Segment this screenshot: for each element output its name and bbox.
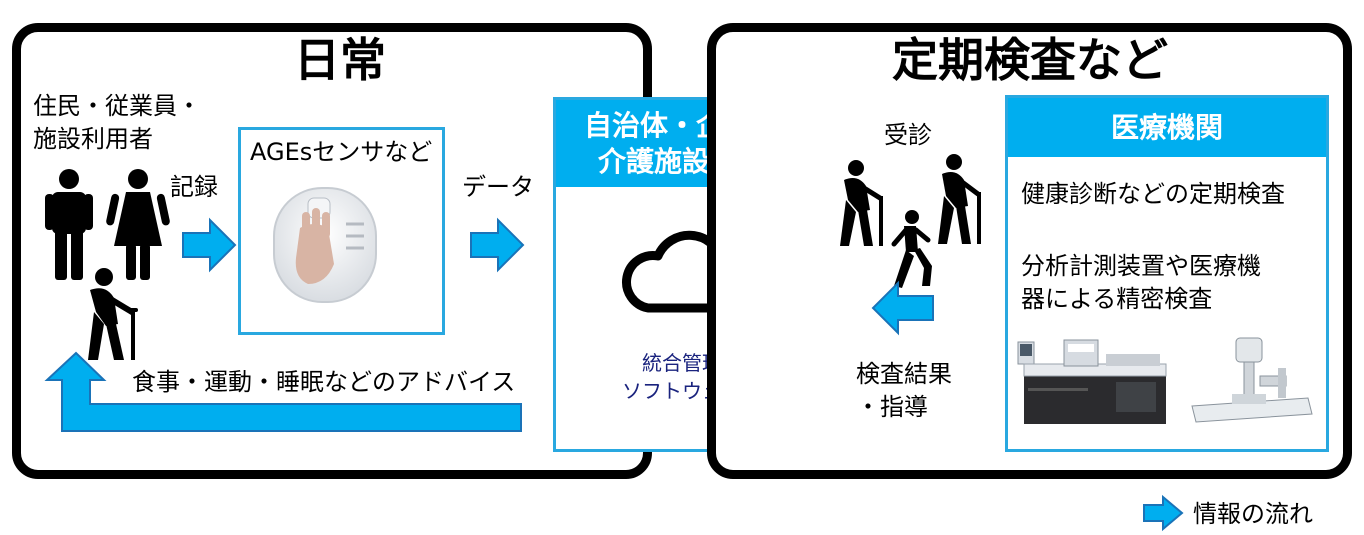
advice-return-arrow-icon: [44, 351, 522, 432]
institution-item-precision-line2: 器による精密検査: [1021, 285, 1213, 313]
flow-arrow-icon: [182, 217, 237, 273]
analyzer-machine-image: [1017, 339, 1167, 424]
legend-label: 情報の流れ: [1193, 500, 1313, 528]
flow-arrow-icon: [470, 217, 525, 273]
elderly-person-icon: [88, 268, 138, 360]
xray-machine-image: [1191, 337, 1313, 423]
legend-arrow-icon: [1143, 494, 1184, 532]
man-icon: [45, 169, 93, 280]
woman-icon: [106, 169, 170, 280]
sensor-device-image: [273, 187, 377, 303]
result-arrow-icon: [871, 280, 934, 336]
result-label-line1: 検査結果: [856, 360, 952, 388]
checkup-title: 定期検査など: [892, 33, 1168, 87]
advice-label: 食事・運動・睡眠などのアドバイス: [132, 368, 516, 396]
residents-label-line1: 住民・従業員・: [33, 92, 201, 120]
result-label-line2: ・指導: [856, 393, 928, 421]
daily-title: 日常: [294, 33, 386, 87]
sensor-title: AGEsセンサなど: [250, 138, 433, 166]
elderly-walker-icon: [840, 160, 883, 246]
visit-label: 受診: [884, 121, 932, 149]
institution-item-precision-line1: 分析計測装置や医療機: [1021, 252, 1261, 280]
elderly-walker-icon: [938, 154, 981, 244]
data-label: データ: [462, 173, 534, 201]
institution-header: 医療機関: [1008, 98, 1326, 157]
institution-item-checkup: 健康診断などの定期検査: [1021, 180, 1285, 208]
record-label: 記録: [170, 173, 218, 201]
residents-label-line2: 施設利用者: [33, 125, 153, 153]
walking-person-icon: [891, 210, 932, 288]
